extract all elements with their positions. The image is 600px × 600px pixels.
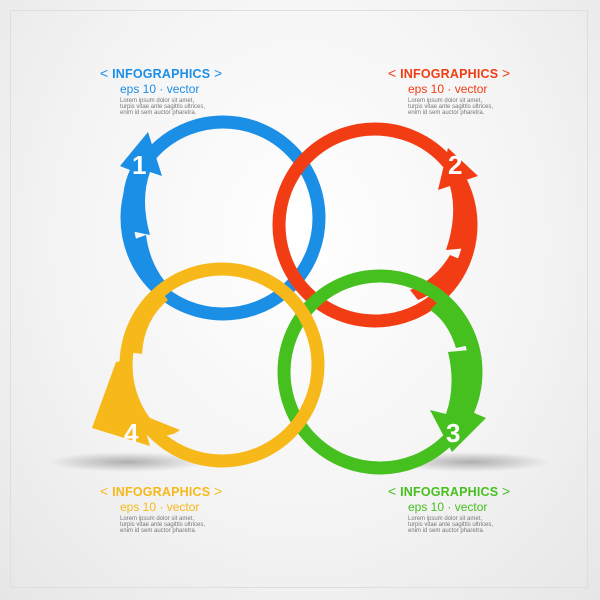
ring-4 [92, 262, 325, 468]
bracket-open: < [388, 65, 397, 81]
label-subtitle: eps 10 · vector [408, 499, 488, 514]
arrow-head-4 [92, 360, 180, 446]
ring-1 [120, 115, 326, 321]
shadow-left [48, 452, 208, 472]
arrow-head-2 [438, 148, 478, 250]
bracket-close: > [214, 483, 223, 499]
label-title: INFOGRAPHICS [112, 67, 211, 81]
label-body: Lorem ipsum dolor sit amet, turpis vitae… [120, 97, 206, 117]
step-number-2: 2 [448, 150, 462, 180]
arrow-head-1 [120, 132, 162, 235]
step-number-3: 3 [446, 418, 460, 448]
bracket-close: > [502, 65, 511, 81]
label-title: INFOGRAPHICS [112, 485, 211, 499]
label-title: INFOGRAPHICS [400, 485, 499, 499]
step-number-4: 4 [124, 418, 139, 448]
bracket-open: < [100, 65, 109, 81]
step-number-1: 1 [132, 150, 146, 180]
label-top-left: < INFOGRAPHICS > eps 10 · vector Lorem i… [100, 66, 270, 117]
bracket-close: > [214, 65, 223, 81]
label-subtitle: eps 10 · vector [408, 81, 488, 96]
ring-3 [277, 269, 486, 475]
label-subtitle: eps 10 · vector [120, 81, 200, 96]
bracket-open: < [388, 483, 397, 499]
label-subtitle: eps 10 · vector [120, 499, 200, 514]
bracket-open: < [100, 483, 109, 499]
label-body: Lorem ipsum dolor sit amet, turpis vitae… [120, 515, 206, 535]
label-bottom-left: < INFOGRAPHICS > eps 10 · vector Lorem i… [100, 484, 270, 535]
arrow-head-3 [430, 350, 486, 452]
label-body: Lorem ipsum dolor sit amet, turpis vitae… [408, 97, 494, 117]
bracket-close: > [502, 483, 511, 499]
label-title: INFOGRAPHICS [400, 67, 499, 81]
label-bottom-right: < INFOGRAPHICS > eps 10 · vector Lorem i… [388, 484, 558, 535]
label-top-right: < INFOGRAPHICS > eps 10 · vector Lorem i… [388, 66, 558, 117]
image-frame [10, 10, 588, 588]
label-body: Lorem ipsum dolor sit amet, turpis vitae… [408, 515, 494, 535]
